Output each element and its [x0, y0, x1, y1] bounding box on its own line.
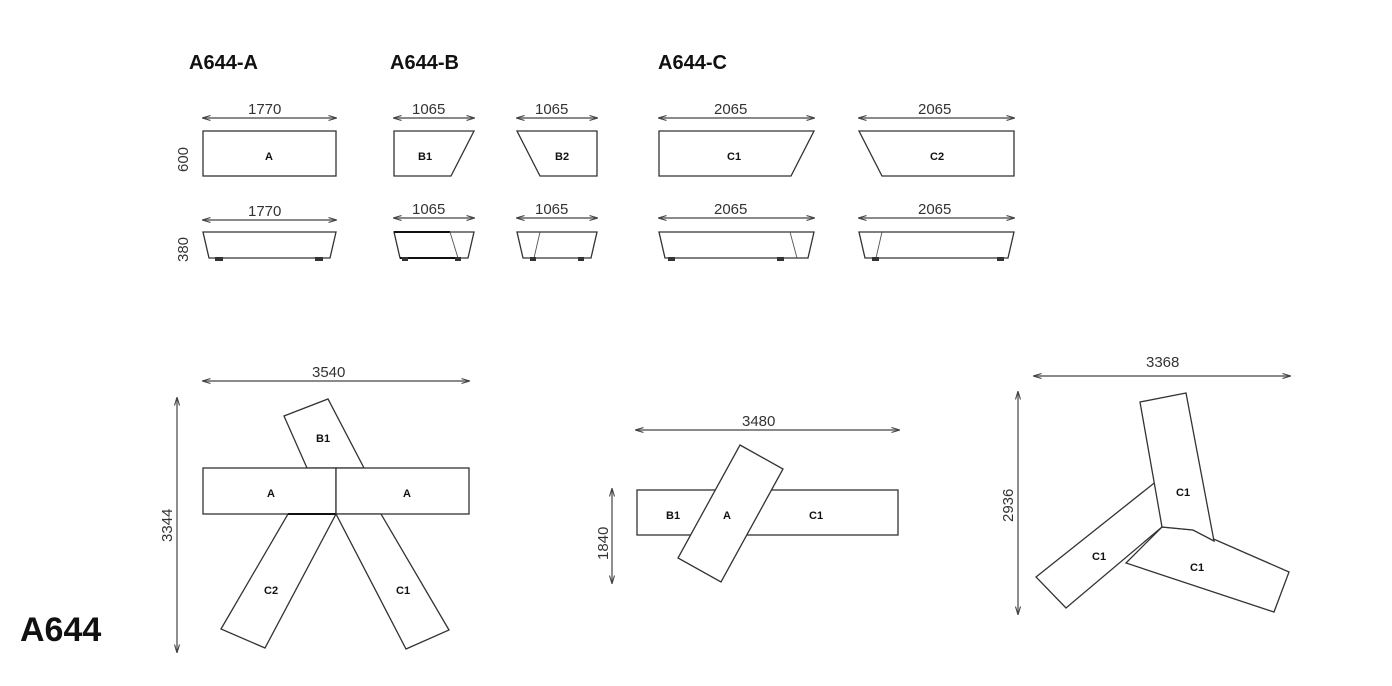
configuration-2: 3480 1840 B1 C1 A [595, 413, 899, 583]
piece-c1-right [1124, 526, 1290, 613]
dim-c1-side: 2065 [714, 201, 747, 218]
label-a: A [723, 510, 731, 522]
bevel-line [449, 231, 459, 259]
header-a644-c: A644-C [658, 52, 727, 74]
piece-c1-top [658, 130, 816, 177]
configuration-3: 3368 2936 C1 C1 C1 [1000, 354, 1290, 614]
piece-c2 [220, 513, 338, 649]
foot [777, 257, 784, 261]
label-c1-right: C1 [1190, 562, 1204, 574]
label-c1-left: C1 [1092, 551, 1106, 563]
dim-b1-top: 1065 [412, 101, 445, 118]
foot [997, 257, 1004, 261]
label-c1: C1 [809, 510, 823, 522]
dim-b2-top: 1065 [535, 101, 568, 118]
dim-height-3344: 3344 [159, 509, 176, 542]
dim-width-3480: 3480 [742, 413, 775, 430]
header-a644-a: A644-A [189, 52, 258, 74]
label-c2: C2 [264, 585, 278, 597]
piece-b2-top [515, 130, 598, 177]
product-code: A644 [20, 611, 101, 649]
piece-c1-left [1035, 478, 1163, 609]
dim-a-top: 1770 [248, 101, 281, 118]
bevel-line [533, 231, 541, 259]
label-a-right: A [403, 488, 411, 500]
dim-width-3368: 3368 [1146, 354, 1179, 371]
foot [455, 257, 461, 261]
dim-c1-top: 2065 [714, 101, 747, 118]
configuration-1: 3540 3344 B1 A A C2 C1 [159, 364, 469, 652]
piece-a-top [202, 130, 337, 177]
dim-height-600: 600 [175, 147, 192, 172]
top-view-row: 600 1770 A 1065 B1 1065 B2 2065 C1 2065 … [175, 101, 1015, 177]
dim-width-3540: 3540 [312, 364, 345, 381]
piece-b2-side [516, 231, 598, 259]
bevel-line [875, 231, 883, 259]
foot [530, 257, 536, 261]
foot [402, 257, 408, 261]
side-view-row: 380 1770 1065 1065 2065 2065 [175, 201, 1014, 262]
dim-b2-side: 1065 [535, 201, 568, 218]
label-c1: C1 [396, 585, 410, 597]
foot [315, 257, 323, 261]
piece-c1-side [658, 231, 815, 259]
dim-a-side: 1770 [248, 203, 281, 220]
foot [215, 257, 223, 261]
label-c1-top: C1 [1176, 487, 1190, 499]
foot [668, 257, 675, 261]
piece-c2-side [858, 231, 1015, 259]
label-c2-top: C2 [930, 151, 944, 163]
piece-a [677, 444, 784, 583]
label-a-left: A [267, 488, 275, 500]
piece-a-right [335, 467, 470, 515]
dim-height-1840: 1840 [595, 527, 612, 560]
header-a644-b: A644-B [390, 52, 459, 74]
label-b1: B1 [316, 433, 330, 445]
piece-c1 [334, 513, 450, 650]
label-c1-top: C1 [727, 151, 741, 163]
dim-height-2936: 2936 [1000, 489, 1017, 522]
bevel-line [789, 231, 798, 259]
dim-b1-side: 1065 [412, 201, 445, 218]
label-b1-top: B1 [418, 151, 432, 163]
piece-c2-top [857, 130, 1015, 177]
dim-height-380: 380 [175, 237, 192, 262]
foot [578, 257, 584, 261]
label-b1: B1 [666, 510, 680, 522]
piece-a-side [202, 231, 337, 259]
piece-c1-top [1139, 392, 1215, 543]
piece-b1-side [393, 231, 475, 259]
piece-b1-top [393, 130, 476, 177]
label-a-top: A [265, 151, 273, 163]
dim-c2-side: 2065 [918, 201, 951, 218]
label-b2-top: B2 [555, 151, 569, 163]
foot [872, 257, 879, 261]
dim-c2-top: 2065 [918, 101, 951, 118]
